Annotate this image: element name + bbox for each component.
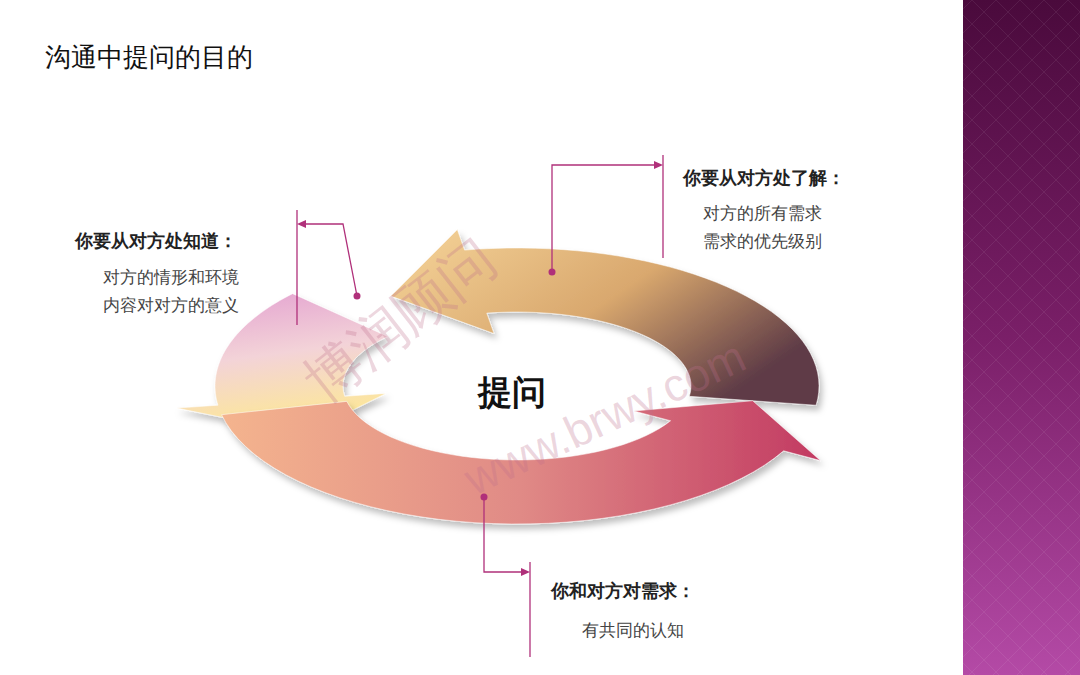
band-texture: [963, 0, 1080, 675]
center-label: 提问: [478, 372, 546, 413]
bracket-line: [662, 155, 663, 258]
callout-text: 对方的情形和环境: [103, 268, 239, 288]
purple-band: [963, 0, 1080, 675]
leader-arrowhead: [654, 161, 663, 169]
callout-text: 需求的优先级别: [703, 232, 822, 252]
leader-arrowhead: [297, 220, 306, 228]
callout-text: 内容对对方的意义: [103, 296, 239, 316]
callout-heading: 你要从对方处了解：: [683, 168, 845, 190]
leader-dot: [549, 269, 556, 276]
bracket-line: [296, 210, 297, 325]
leader-dot: [354, 293, 361, 300]
callout-heading: 你和对方对需求：: [551, 581, 695, 603]
leader-line: [304, 224, 357, 296]
slide-title: 沟通中提问的目的: [45, 40, 253, 75]
callout-heading: 你要从对方处知道：: [75, 231, 237, 253]
bracket-line: [529, 562, 530, 657]
leader-arrowhead: [521, 568, 530, 576]
callout-text: 对方的所有需求: [703, 204, 822, 224]
leader-line: [484, 497, 523, 572]
leader-line: [552, 165, 655, 272]
callout-text: 有共同的认知: [582, 621, 684, 641]
